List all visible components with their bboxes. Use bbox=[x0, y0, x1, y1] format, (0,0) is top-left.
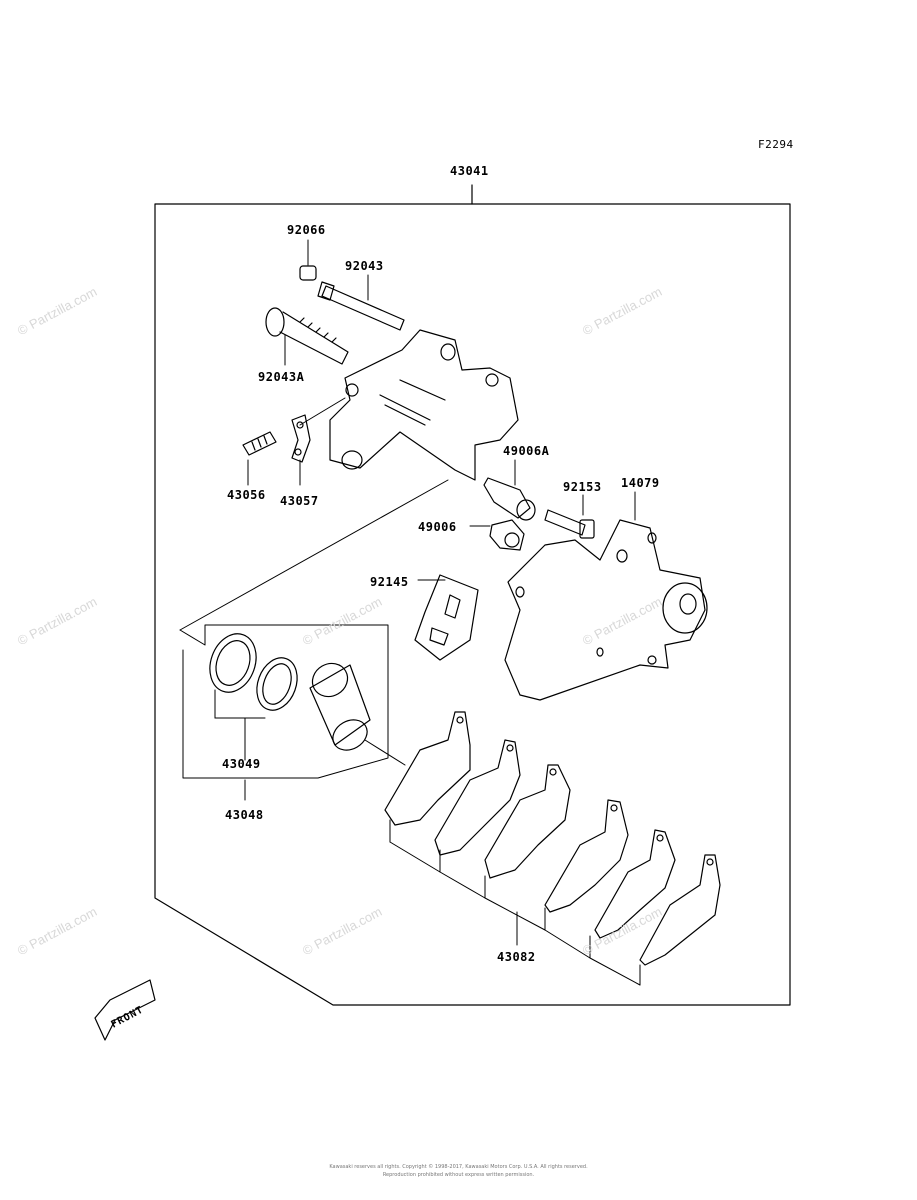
label-14079[interactable]: 14079 bbox=[621, 476, 660, 490]
label-43049[interactable]: 43049 bbox=[222, 757, 261, 771]
seal-ring-outer bbox=[209, 633, 257, 693]
label-92043A[interactable]: 92043A bbox=[258, 370, 305, 384]
boot-49006A bbox=[483, 477, 536, 521]
copyright-line-1: Kawasaki reserves all rights. Copyright … bbox=[329, 1164, 588, 1170]
label-43082[interactable]: 43082 bbox=[497, 950, 536, 964]
front-arrow-icon bbox=[94, 979, 156, 1041]
label-49006[interactable]: 49006 bbox=[418, 520, 457, 534]
bleeder-cap-92066 bbox=[299, 265, 317, 281]
assembly-bracket bbox=[154, 184, 791, 1006]
bleeder-43056 bbox=[242, 431, 277, 456]
pad-spring-92145 bbox=[414, 574, 479, 661]
label-92066[interactable]: 92066 bbox=[287, 223, 326, 237]
label-43056[interactable]: 43056 bbox=[227, 488, 266, 502]
brake-pads-43082 bbox=[384, 711, 721, 966]
bolt-92153 bbox=[544, 509, 595, 539]
clip-43057 bbox=[291, 414, 311, 463]
label-92153[interactable]: 92153 bbox=[563, 480, 602, 494]
label-43041[interactable]: 43041 bbox=[450, 164, 489, 178]
copyright-line-2: Reproduction prohibited without express … bbox=[382, 1172, 535, 1178]
boot-49006 bbox=[489, 519, 525, 551]
piston bbox=[309, 662, 371, 751]
label-49006A[interactable]: 49006A bbox=[503, 444, 550, 458]
label-43057[interactable]: 43057 bbox=[280, 494, 319, 508]
pin-92043 bbox=[317, 281, 405, 331]
seal-ring-inner bbox=[256, 657, 298, 711]
bolt-92043A bbox=[265, 307, 349, 365]
leader-lines bbox=[179, 239, 641, 986]
copyright: Kawasaki reserves all rights. Copyright … bbox=[300, 1163, 617, 1179]
caliper-body bbox=[329, 329, 519, 481]
figure-code: F2294 bbox=[758, 138, 794, 151]
label-92043[interactable]: 92043 bbox=[345, 259, 384, 273]
label-92145[interactable]: 92145 bbox=[370, 575, 409, 589]
label-43048[interactable]: 43048 bbox=[225, 808, 264, 822]
caliper-bracket-14079 bbox=[504, 519, 708, 701]
